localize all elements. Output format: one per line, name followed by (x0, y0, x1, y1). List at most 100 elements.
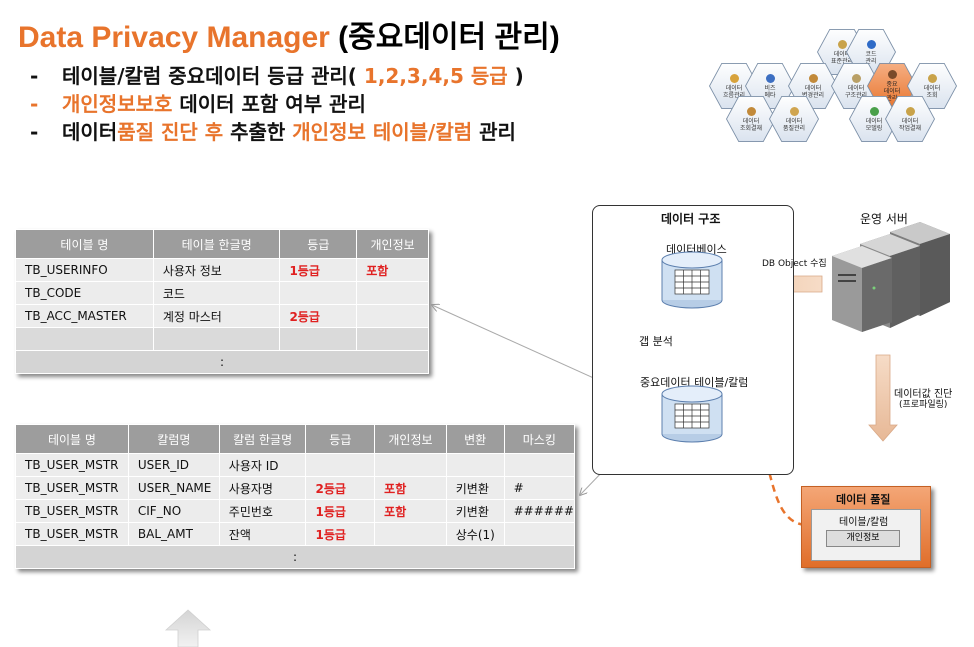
column-header: 테이블 한글명 (152, 229, 281, 259)
more-indicator: : (15, 350, 429, 374)
quality-inner-label: 테이블/칼럼 (839, 517, 889, 528)
privacy-cell (374, 522, 447, 546)
table-cell: 코드 (152, 281, 281, 305)
table-row: TB_USER_MSTR BAL_AMT 잔액 1등급 상수(1) (15, 522, 576, 546)
gap-analysis-label: 갭 분석 (639, 335, 673, 348)
table-row: TB_ACC_MASTER 계정 마스터 2등급 (15, 304, 429, 328)
flow-icon (729, 73, 739, 83)
bullet-text: 관리 (472, 120, 516, 144)
privacy-cell: 포함 (374, 499, 447, 523)
column-header: 테이블 명 (15, 424, 129, 454)
grade-cell: 1등급 (305, 499, 376, 523)
table-row: TB_USERINFO 사용자 정보 1등급 포함 (15, 258, 429, 282)
quality-title: 데이터 품질 (836, 493, 891, 506)
data-quality-box: 데이터 품질 테이블/칼럼 개인정보 (801, 486, 931, 568)
table-cell: TB_CODE (15, 281, 154, 305)
grade-cell (305, 453, 376, 477)
title-main: Data Privacy Manager (18, 21, 330, 54)
table-cell: # (503, 476, 576, 500)
hex-label: 데이터 흐름관리 (722, 84, 746, 99)
column-header: 변환 (445, 424, 505, 454)
column-header: 칼럼명 (127, 424, 220, 454)
grade-cell: 1등급 (305, 522, 376, 546)
table-header-row: 테이블 명 칼럼명 칼럼 한글명 등급 개인정보 변환 마스킹 (15, 424, 576, 454)
table-cell: TB_USER_MSTR (15, 453, 129, 477)
title-sub: (중요데이터 관리) (338, 21, 560, 54)
bullet-dash: - (30, 92, 39, 116)
model-icon (869, 106, 879, 116)
bullet-text: 데이터 (62, 120, 118, 144)
audit-icon (746, 106, 756, 116)
bullet-list: -테이블/칼럼 중요데이터 등급 관리( 1,2,3,4,5 등급 ) -개인정… (30, 62, 524, 146)
hex-label: 데이터 변경관리 (801, 84, 825, 99)
important-table-cylinder-icon (661, 385, 723, 443)
bullet-text: 데이터 포함 여부 관리 (172, 92, 366, 116)
structure-title: 데이터 구조 (661, 212, 721, 226)
hex-label: 데이터 작업결재 (898, 117, 922, 132)
column-header: 등급 (279, 229, 358, 259)
grade-cell: 2등급 (305, 476, 376, 500)
privacy-cell (356, 281, 429, 305)
change-icon (808, 73, 818, 83)
hex-label: 데이터 구조관리 (844, 84, 868, 99)
bullet-accent-text: 품질 진단 후 (117, 120, 224, 144)
table-cell: TB_USERINFO (15, 258, 154, 282)
bullet-text: 추출한 (223, 120, 293, 144)
table-importance-by-table: 테이블 명 테이블 한글명 등급 개인정보 TB_USERINFO 사용자 정보… (15, 229, 429, 374)
std-icon (837, 39, 847, 49)
more-indicator: : (15, 545, 575, 569)
table-cell: TB_USER_MSTR (15, 476, 129, 500)
bullet-dash: - (30, 120, 39, 144)
query-icon (927, 73, 937, 83)
table-cell: ###### (503, 499, 576, 523)
table-more-row: : (15, 545, 575, 569)
bullet-accent-text: 개인정보보호 (62, 92, 173, 116)
privacy-cell: 포함 (356, 258, 429, 282)
structure-icon (851, 73, 861, 83)
hex-label: 데이터 품질관리 (782, 117, 806, 132)
table-cell: TB_USER_MSTR (15, 499, 129, 523)
bullet-accent-text: 1,2,3,4,5 등급 (363, 64, 508, 88)
table-cell: 주민번호 (218, 499, 307, 523)
table-cell (445, 453, 505, 477)
privacy-cell (374, 453, 447, 477)
page-title: Data Privacy Manager (중요데이터 관리) (18, 12, 560, 56)
collect-label: DB Object 수집 (762, 259, 827, 269)
diagnosis-sub-label: (프로파일링) (899, 400, 948, 410)
server-label: 운영 서버 (860, 212, 908, 226)
table-cell: CIF_NO (127, 499, 220, 523)
diagnosis-label: 데이터값 진단 (894, 389, 953, 400)
privacy-cell (356, 304, 429, 328)
table-cell: 키변환 (445, 476, 505, 500)
bullet-accent-text: 개인정보 테이블/칼럼 (292, 120, 473, 144)
grade-cell: 1등급 (279, 258, 358, 282)
meta-icon (765, 73, 775, 83)
bullet-text: 테이블/칼럼 중요데이터 등급 관리( (62, 64, 364, 88)
column-header: 칼럼 한글명 (218, 424, 307, 454)
column-header: 개인정보 (356, 229, 429, 259)
table-row: TB_USER_MSTR USER_ID 사용자 ID (15, 453, 576, 477)
table-cell: 키변환 (445, 499, 505, 523)
table-cell: BAL_AMT (127, 522, 220, 546)
table-cell: 계정 마스터 (152, 304, 281, 328)
bullet-3: -데이터품질 진단 후 추출한 개인정보 테이블/칼럼 관리 (30, 118, 524, 146)
table-cell (503, 453, 576, 477)
hex-label: 데이터 표준관리 (830, 50, 854, 65)
table-cell: 사용자 정보 (152, 258, 281, 282)
important-icon (887, 70, 897, 79)
privacy-cell: 포함 (374, 476, 447, 500)
column-header: 마스킹 (503, 424, 576, 454)
table-cell: 사용자명 (218, 476, 307, 500)
privacy-tag: 개인정보 (826, 530, 900, 547)
quality-inner-box: 테이블/칼럼 개인정보 (811, 509, 921, 561)
table-cell: TB_ACC_MASTER (15, 304, 154, 328)
hex-label: 코드 관리 (865, 50, 877, 65)
table-row: TB_USER_MSTR USER_NAME 사용자명 2등급 포함 키변환 # (15, 476, 576, 500)
bullet-1: -테이블/칼럼 중요데이터 등급 관리( 1,2,3,4,5 등급 ) (30, 62, 524, 90)
table-importance-by-column: 테이블 명 칼럼명 칼럼 한글명 등급 개인정보 변환 마스킹 TB_USER_… (15, 424, 576, 569)
hex-label: 데이터 모델링 (865, 117, 883, 132)
grade-cell: 2등급 (279, 304, 358, 328)
table-row: TB_CODE 코드 (15, 281, 429, 305)
bullet-dash: - (30, 64, 39, 88)
hex-label: 데이터 조회 (923, 84, 941, 99)
